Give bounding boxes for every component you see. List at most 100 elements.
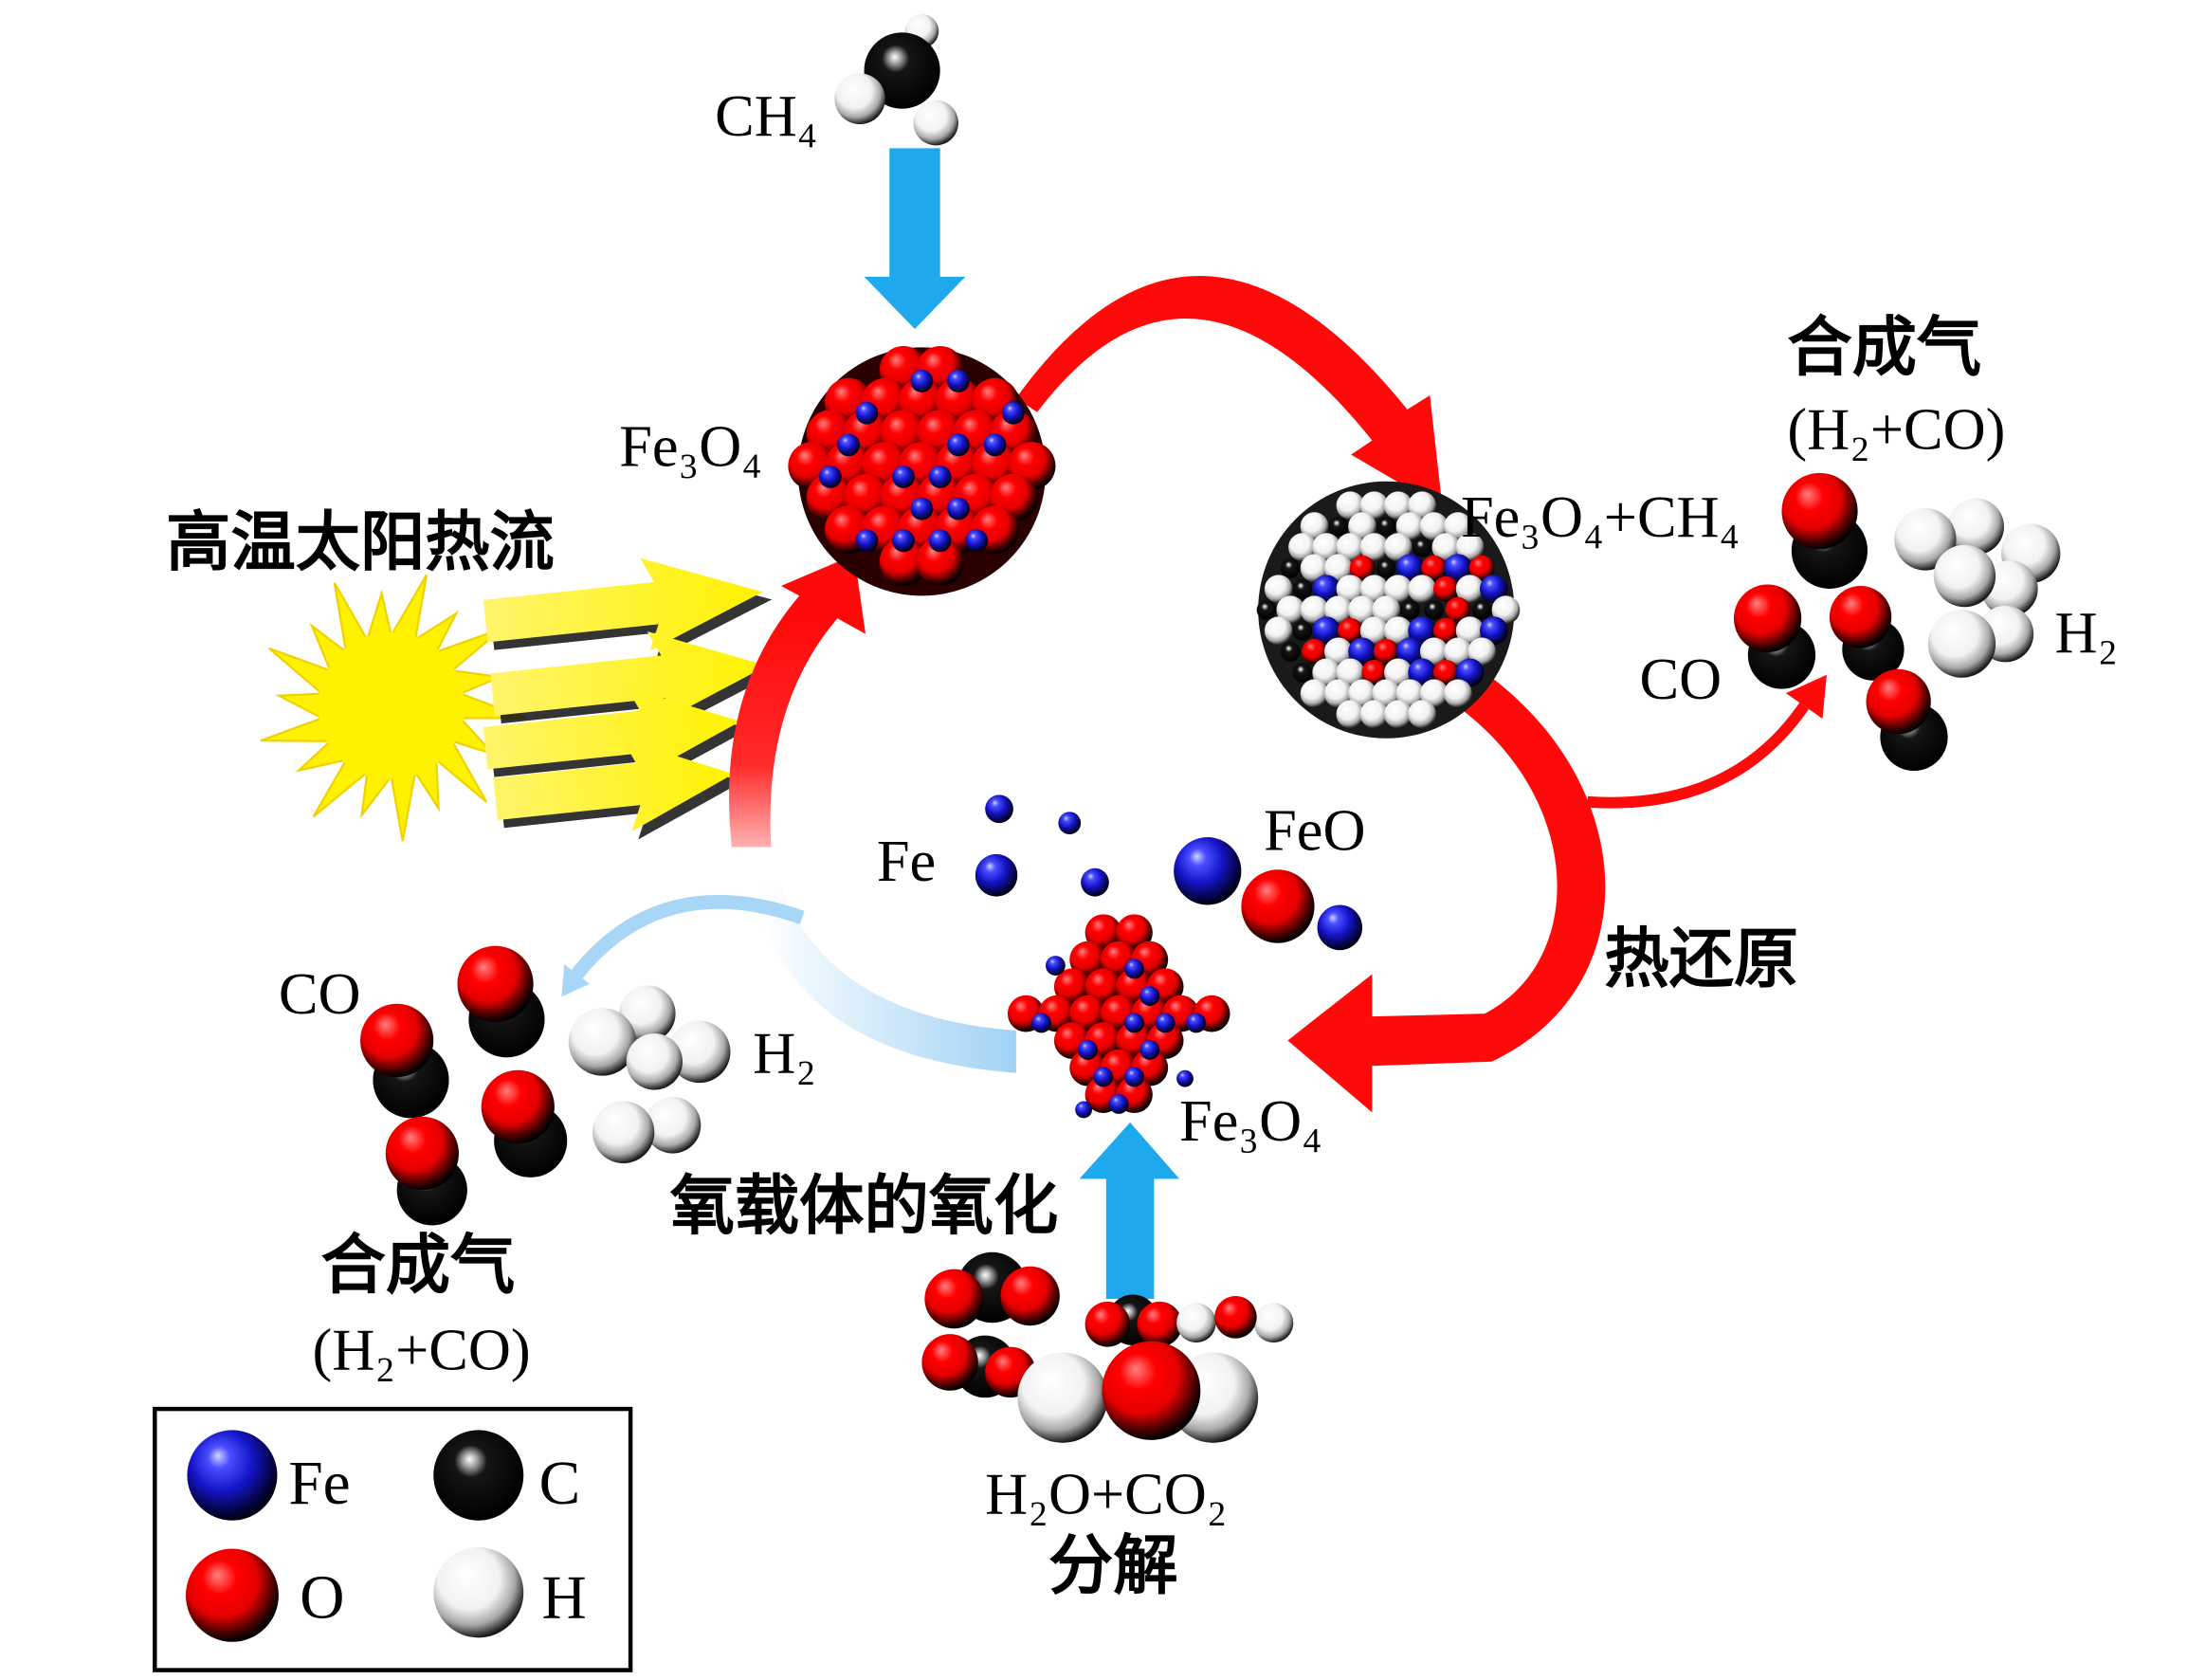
hydrogen-atom <box>1253 1303 1294 1343</box>
iron-atom <box>855 401 879 425</box>
oxygen-atom <box>924 1269 984 1329</box>
fe3o4-bottom-label: Fe₃O₄ <box>1179 1087 1322 1154</box>
iron-atom <box>1408 658 1436 687</box>
syngas-left-title: 合成气 <box>320 1230 515 1302</box>
hydrogen-atom <box>1359 533 1389 562</box>
hydrogen-atom <box>1336 533 1365 562</box>
oxygen-atom <box>1468 555 1495 581</box>
hydrogen-atom <box>1408 575 1436 604</box>
hydrogen-atom <box>1384 533 1412 562</box>
oxygen-atom <box>1069 995 1106 1032</box>
thermal-reduction-label: 热还原 <box>1604 923 1798 995</box>
carbon-atom <box>1280 557 1301 578</box>
solar-flux-label: 高温太阳热流 <box>166 507 555 579</box>
oxygen-atom <box>921 1334 978 1391</box>
hydrogen-atom <box>1336 658 1365 687</box>
oxidation-label: 氧载体的氧化 <box>670 1170 1059 1242</box>
oxygen-atom <box>457 945 534 1023</box>
hydrogen-atom <box>1288 533 1317 562</box>
h2o-co2-label: H₂O+CO₂ <box>985 1460 1227 1526</box>
solar-flux-arrow <box>493 739 743 840</box>
iron-atom <box>1312 575 1341 604</box>
solar-flux-arrow <box>483 557 773 659</box>
oxygen-atom <box>1829 585 1892 648</box>
atom-legend: Fe C O H <box>153 1406 633 1672</box>
hydrogen-atom <box>1176 1303 1216 1343</box>
syngas-right-formula: (H₂+CO) <box>1787 395 2005 462</box>
oxygen-atom <box>1338 617 1363 644</box>
hydrogen-atom <box>1323 637 1353 667</box>
fe3o4-cluster-top <box>788 345 1056 596</box>
hydrogen-atom <box>1359 491 1389 520</box>
hydrogen-atom <box>1408 700 1436 729</box>
hydrogen-atom <box>1384 658 1412 687</box>
hydrogen-atom <box>1359 700 1389 729</box>
methane-reaction-arrow <box>1015 276 1443 509</box>
oxidation-blue-band <box>753 886 1016 1073</box>
iron-atom <box>892 529 915 553</box>
hydrogen-atom <box>1017 1352 1108 1443</box>
iron-atom <box>1046 956 1066 976</box>
iron-atom <box>819 466 842 488</box>
h2o-co2-molecules <box>921 1251 1294 1443</box>
hydrogen-atom <box>1981 560 2038 617</box>
oxygen-atom <box>1421 555 1448 581</box>
h2-right-label: H₂ <box>2054 599 2118 666</box>
legend-atom-icons <box>185 1430 524 1642</box>
syngas-left-formula: (H₂+CO) <box>313 1316 531 1382</box>
iron-atom <box>1002 401 1025 425</box>
oxygen-atom <box>1433 659 1459 685</box>
hydrogen-atom <box>1348 512 1376 541</box>
iron-atom <box>983 433 1007 457</box>
hydrogen-atom <box>433 1547 524 1638</box>
fe3o4-ch4-label: Fe₃O₄+CH₄ <box>1461 484 1740 550</box>
hydrogen-atom <box>1419 637 1449 667</box>
oxygen-atom <box>1433 575 1459 602</box>
hydrogen-atom <box>1372 595 1401 625</box>
iron-atom <box>1480 575 1508 604</box>
feo-label: FeO <box>1264 796 1365 863</box>
hydrogen-atom <box>1336 575 1365 604</box>
iron-atom <box>1139 986 1160 1006</box>
iron-atom <box>1186 1013 1207 1033</box>
hydrogen-atom <box>1927 610 1996 678</box>
oxygen-atom <box>360 1003 434 1078</box>
iron-atom <box>1081 867 1109 897</box>
carbon-atom <box>1280 641 1301 662</box>
hydrogen-atom <box>1384 575 1412 604</box>
iron-atom <box>1075 1101 1093 1119</box>
oxygen-atom <box>1433 617 1459 644</box>
iron-atom <box>1408 616 1436 646</box>
iron-atom <box>1348 637 1376 667</box>
oxygen-atom <box>385 1116 459 1191</box>
hydrogen-atom <box>1444 637 1472 667</box>
hydrogen-atom <box>1467 637 1497 667</box>
legend-label-h: H <box>542 1563 587 1632</box>
iron-atom <box>985 794 1013 824</box>
water-co2-feed-arrow <box>1079 1122 1180 1299</box>
iron-atom <box>928 529 952 553</box>
iron-atom <box>1155 1013 1176 1033</box>
iron-atom <box>1174 837 1242 905</box>
iron-atom <box>1395 637 1425 667</box>
oxygen-atom <box>1302 638 1327 665</box>
iron-atom <box>1317 904 1363 951</box>
iron-atom <box>1139 1040 1160 1060</box>
iron-atom <box>187 1430 278 1521</box>
hydrogen-atom <box>592 1101 655 1163</box>
hydrogen-atom <box>1384 700 1412 729</box>
carbon-atom <box>1292 620 1313 641</box>
solar-arrow-body <box>483 557 763 651</box>
hydrogen-atom <box>1323 595 1353 625</box>
carbon-atom <box>1424 599 1445 620</box>
hydrogen-atom <box>1276 595 1305 625</box>
hydrogen-atom <box>1372 679 1401 708</box>
sun-core <box>318 632 465 779</box>
iron-atom <box>1031 1013 1051 1033</box>
hydrogen-atom <box>1323 554 1353 583</box>
sun-icon <box>260 574 527 842</box>
iron-atom <box>947 369 970 393</box>
fe-label: Fe <box>877 828 936 894</box>
co-right-label: CO <box>1640 646 1722 712</box>
